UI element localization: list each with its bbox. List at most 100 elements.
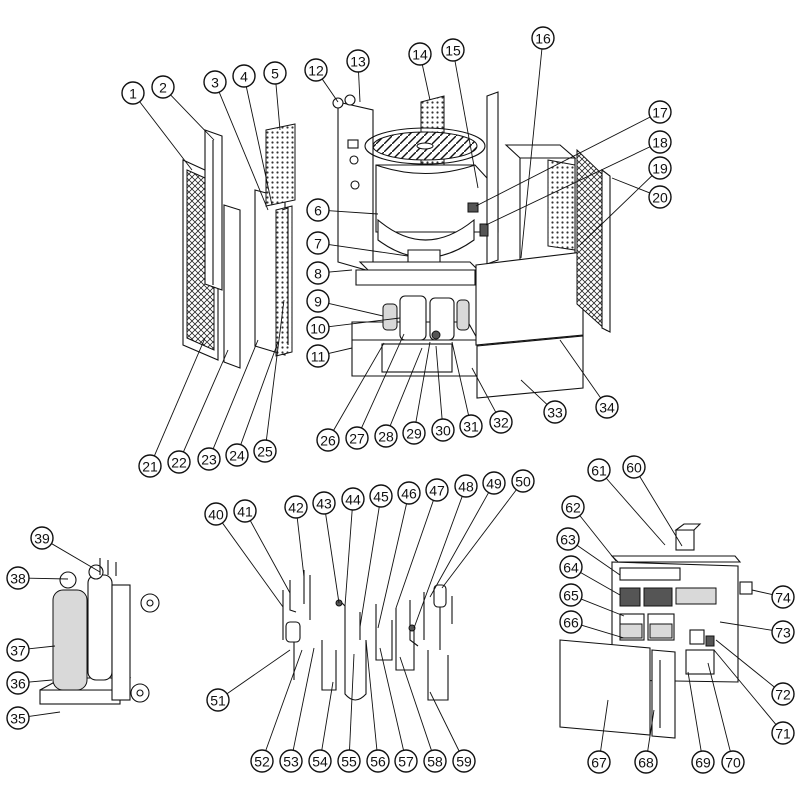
callout-number: 41 bbox=[237, 504, 253, 520]
callout-60: 60 bbox=[622, 455, 646, 479]
callout-49: 49 bbox=[482, 471, 506, 495]
callout-number: 10 bbox=[310, 321, 326, 337]
callout-circle bbox=[648, 100, 672, 124]
leader-line bbox=[485, 146, 651, 226]
callout-8: 8 bbox=[306, 261, 330, 285]
callout-number: 37 bbox=[10, 643, 26, 659]
callout-circle bbox=[771, 620, 795, 644]
callout-57: 57 bbox=[394, 749, 418, 773]
leader-line bbox=[415, 341, 431, 423]
pipe-set bbox=[282, 570, 453, 701]
callout-circle bbox=[337, 749, 361, 773]
callout-number: 71 bbox=[775, 726, 791, 742]
callout-circle bbox=[452, 749, 476, 773]
leader-lines bbox=[28, 48, 777, 752]
callout-circle bbox=[306, 344, 330, 368]
callout-circle bbox=[425, 478, 449, 502]
callout-circle bbox=[559, 610, 583, 634]
callout-number: 67 bbox=[591, 755, 607, 771]
callout-number: 6 bbox=[314, 203, 322, 219]
leader-line bbox=[275, 83, 281, 131]
callout-number: 53 bbox=[283, 754, 299, 770]
callout-12: 12 bbox=[304, 58, 328, 82]
leader-line bbox=[28, 577, 69, 580]
callout-number: 20 bbox=[652, 190, 668, 206]
callout-circle bbox=[482, 471, 506, 495]
callout-circle bbox=[511, 469, 535, 493]
callout-number: 56 bbox=[370, 754, 386, 770]
leader-line bbox=[429, 492, 490, 598]
callout-circle bbox=[721, 750, 745, 774]
callout-69: 69 bbox=[691, 750, 715, 774]
callout-number: 49 bbox=[486, 476, 502, 492]
callout-number: 60 bbox=[626, 460, 642, 476]
callout-61: 61 bbox=[587, 458, 611, 482]
callout-number: 5 bbox=[271, 66, 279, 82]
callout-19: 19 bbox=[648, 156, 672, 180]
callout-circle bbox=[204, 502, 228, 526]
callout-73: 73 bbox=[771, 620, 795, 644]
callout-35: 35 bbox=[6, 706, 30, 730]
leader-line bbox=[751, 589, 773, 596]
callout-circle bbox=[587, 458, 611, 482]
callout-number: 3 bbox=[211, 75, 219, 91]
callout-number: 15 bbox=[445, 43, 461, 59]
callout-circle bbox=[369, 484, 393, 508]
callout-circle bbox=[771, 585, 795, 609]
callout-number: 16 bbox=[535, 31, 551, 47]
callout-3: 3 bbox=[203, 70, 227, 94]
callout-48: 48 bbox=[454, 474, 478, 498]
callout-33: 33 bbox=[543, 400, 567, 424]
leader-line bbox=[28, 645, 56, 650]
callout-number: 7 bbox=[314, 236, 322, 252]
leader-line bbox=[454, 60, 479, 189]
callout-46: 46 bbox=[397, 481, 421, 505]
callout-circle bbox=[341, 487, 365, 511]
callout-number: 8 bbox=[314, 266, 322, 282]
callout-42: 42 bbox=[284, 495, 308, 519]
callout-circle bbox=[30, 526, 54, 550]
leader-line bbox=[325, 513, 340, 604]
main-chassis bbox=[332, 91, 584, 399]
callout-circle bbox=[6, 671, 30, 695]
callout-67: 67 bbox=[587, 750, 611, 774]
callout-number: 74 bbox=[775, 590, 791, 606]
callout-number: 23 bbox=[201, 452, 217, 468]
leader-line bbox=[226, 649, 291, 695]
callout-71: 71 bbox=[771, 721, 795, 745]
callout-number: 65 bbox=[563, 588, 579, 604]
right-side-panels bbox=[547, 148, 611, 333]
callout-circle bbox=[250, 749, 274, 773]
callout-circle bbox=[559, 583, 583, 607]
callout-circle bbox=[634, 750, 658, 774]
leader-line bbox=[328, 269, 353, 273]
callout-circle bbox=[441, 38, 465, 62]
callout-number: 73 bbox=[775, 625, 791, 641]
leader-line bbox=[265, 299, 285, 441]
callout-21: 21 bbox=[138, 454, 162, 478]
leader-line bbox=[559, 339, 602, 399]
callout-number: 11 bbox=[311, 349, 326, 365]
callout-number: 21 bbox=[142, 459, 158, 475]
callout-number: 32 bbox=[493, 415, 509, 431]
callout-number: 1 bbox=[129, 86, 137, 102]
callout-circle bbox=[556, 527, 580, 551]
callout-number: 43 bbox=[316, 496, 332, 512]
callout-26: 26 bbox=[316, 428, 340, 452]
leader-line bbox=[647, 709, 655, 752]
leader-line bbox=[580, 572, 621, 596]
left-side-panels bbox=[182, 123, 296, 369]
callout-6: 6 bbox=[306, 198, 330, 222]
callout-circle bbox=[402, 421, 426, 445]
leader-line bbox=[328, 347, 353, 354]
leader-line bbox=[170, 94, 215, 141]
callout-number: 63 bbox=[560, 532, 576, 548]
callout-circle bbox=[6, 706, 30, 730]
callout-circle bbox=[408, 42, 432, 66]
callout-number: 61 bbox=[591, 463, 607, 479]
callout-30: 30 bbox=[431, 418, 455, 442]
leader-line bbox=[28, 679, 53, 683]
callout-circle bbox=[543, 400, 567, 424]
